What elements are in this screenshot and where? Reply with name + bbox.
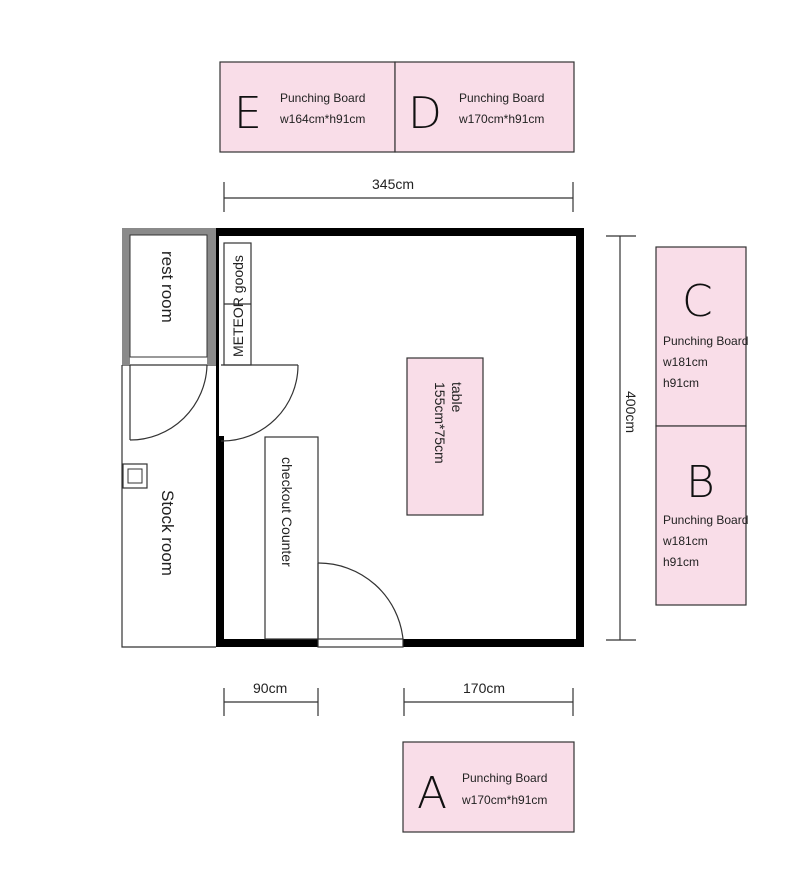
table: table 155cm*75cm — [406, 357, 484, 516]
board-d: D Punching Board w170cm*h91cm — [394, 61, 575, 153]
table-size: 155cm*75cm — [432, 382, 448, 464]
board-c-height: h91cm — [663, 376, 699, 390]
dimension-top: 345cm — [223, 176, 574, 212]
dimension-bottom-right: 170cm — [403, 680, 574, 716]
meteor-goods-shelf: METEOR goods — [223, 242, 252, 366]
board-c: C Punching Board w181cm h91cm — [655, 246, 748, 427]
checkout-counter-label: checkout Counter — [279, 457, 295, 567]
board-b: B Punching Board w181cm h91cm — [655, 425, 748, 606]
dimension-bottom-left: 90cm — [223, 680, 319, 716]
dimension-top-label: 345cm — [372, 176, 414, 192]
board-a-title: Punching Board — [462, 771, 547, 785]
checkout-counter: checkout Counter — [264, 436, 319, 640]
interior-door — [220, 364, 299, 442]
board-c-letter: C — [682, 276, 713, 327]
stock-room: Stock room — [121, 364, 216, 648]
rest-room: rest room — [122, 228, 216, 365]
board-c-title: Punching Board — [663, 334, 748, 348]
entrance-door — [317, 562, 404, 640]
shop-walls — [216, 228, 584, 647]
board-b-width: w181cm — [662, 534, 708, 548]
board-b-letter: B — [686, 457, 715, 508]
meteor-goods-label: METEOR goods — [230, 255, 246, 357]
board-b-title: Punching Board — [663, 513, 748, 527]
dimension-right: 400cm — [606, 235, 639, 641]
dimension-right-label: 400cm — [623, 391, 639, 433]
dimension-bottom-right-label: 170cm — [463, 680, 505, 696]
board-e-size: w164cm*h91cm — [279, 112, 365, 126]
entrance-threshold — [317, 638, 404, 648]
rest-room-label: rest room — [158, 251, 177, 323]
board-d-size: w170cm*h91cm — [458, 112, 544, 126]
rest-room-door — [129, 364, 208, 441]
board-e: E Punching Board w164cm*h91cm — [219, 61, 396, 153]
board-a-size: w170cm*h91cm — [461, 793, 547, 807]
board-d-letter: D — [408, 88, 442, 139]
dimension-bottom-left-label: 90cm — [253, 680, 287, 696]
table-name: table — [449, 382, 465, 413]
board-e-title: Punching Board — [280, 91, 365, 105]
board-c-width: w181cm — [662, 355, 708, 369]
board-d-title: Punching Board — [459, 91, 544, 105]
board-e-letter: E — [234, 88, 262, 139]
board-b-height: h91cm — [663, 555, 699, 569]
board-a: A Punching Board w170cm*h91cm — [402, 741, 575, 833]
board-a-letter: A — [417, 768, 447, 819]
stock-room-label: Stock room — [158, 490, 177, 576]
